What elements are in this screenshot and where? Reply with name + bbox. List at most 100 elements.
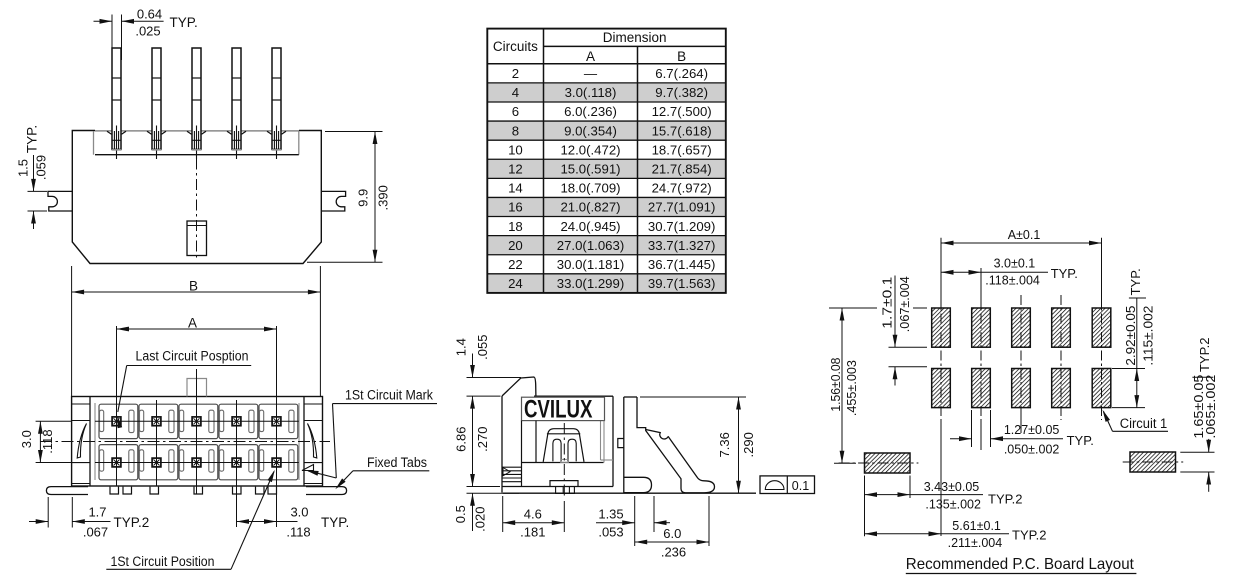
svg-text:.053: .053	[598, 525, 623, 540]
svg-text:TYP.2: TYP.2	[1197, 338, 1212, 372]
svg-text:.290: .290	[741, 432, 756, 457]
svg-text:39.7(1.563): 39.7(1.563)	[648, 276, 715, 291]
svg-text:24: 24	[508, 276, 523, 291]
svg-text:CVILUX: CVILUX	[524, 396, 593, 424]
svg-text:1.4: 1.4	[453, 338, 468, 356]
svg-text:TYP.: TYP.	[170, 15, 198, 30]
svg-text:2: 2	[512, 66, 519, 81]
svg-text:3.0: 3.0	[19, 430, 34, 448]
svg-text:30.0(1.181): 30.0(1.181)	[557, 257, 624, 272]
svg-text:18.0(.709): 18.0(.709)	[560, 181, 620, 196]
svg-text:.115±.002: .115±.002	[1142, 306, 1156, 366]
svg-text:.236: .236	[661, 545, 686, 560]
svg-text:2.92±0.05: 2.92±0.05	[1124, 306, 1138, 366]
svg-text:27.7(1.091): 27.7(1.091)	[648, 200, 715, 215]
svg-text:12.7(.500): 12.7(.500)	[652, 104, 712, 119]
svg-text:0.1: 0.1	[792, 479, 809, 493]
svg-text:TYP.2: TYP.2	[988, 492, 1022, 507]
svg-text:21.0(.827): 21.0(.827)	[560, 200, 620, 215]
svg-text:B: B	[189, 279, 198, 294]
svg-text:0.5: 0.5	[453, 505, 468, 523]
svg-text:TYP.2: TYP.2	[1012, 528, 1046, 543]
svg-text:Last Circuit Posption: Last Circuit Posption	[136, 349, 249, 364]
svg-text:.065±.002: .065±.002	[1204, 375, 1218, 439]
svg-text:TYP.: TYP.	[1051, 266, 1078, 281]
svg-text:.181: .181	[520, 525, 545, 540]
svg-text:5.61±0.1: 5.61±0.1	[952, 519, 1001, 533]
svg-text:36.7(1.445): 36.7(1.445)	[648, 257, 715, 272]
svg-text:.211±.004: .211±.004	[948, 536, 1003, 550]
svg-text:21.7(.854): 21.7(.854)	[652, 162, 712, 177]
svg-text:9.9: 9.9	[356, 189, 371, 207]
svg-text:TYP.: TYP.	[321, 515, 349, 530]
svg-text:14: 14	[508, 181, 523, 196]
svg-text:1St Circuit Position: 1St Circuit Position	[111, 554, 215, 569]
svg-text:18.7(.657): 18.7(.657)	[652, 142, 712, 157]
svg-text:.118: .118	[40, 429, 55, 453]
svg-text:1.7: 1.7	[88, 505, 106, 520]
svg-text:.055: .055	[475, 335, 490, 360]
svg-text:8: 8	[512, 123, 519, 138]
svg-text:18: 18	[508, 219, 523, 234]
svg-text:1.27±0.05: 1.27±0.05	[1004, 423, 1060, 437]
svg-text:TYP.: TYP.	[24, 125, 39, 153]
svg-text:15.0(.591): 15.0(.591)	[560, 162, 620, 177]
svg-text:12.0(.472): 12.0(.472)	[560, 142, 620, 157]
svg-text:Dimension: Dimension	[603, 30, 667, 45]
svg-text:4: 4	[512, 85, 519, 100]
svg-text:9.0(.354): 9.0(.354)	[564, 123, 617, 138]
svg-text:.118±.004: .118±.004	[985, 274, 1040, 288]
svg-text:TYP.2: TYP.2	[114, 515, 150, 530]
svg-text:.390: .390	[375, 185, 390, 210]
svg-text:1.5: 1.5	[15, 159, 30, 177]
svg-text:12: 12	[508, 162, 523, 177]
svg-text:3.0(.118): 3.0(.118)	[565, 85, 617, 100]
svg-text:Fixed Tabs: Fixed Tabs	[367, 455, 427, 470]
svg-text:6: 6	[512, 104, 519, 119]
svg-text:Circuit 1: Circuit 1	[1120, 416, 1168, 431]
svg-text:24.7(.972): 24.7(.972)	[652, 181, 712, 196]
svg-text:1.7±0.1: 1.7±0.1	[880, 277, 894, 329]
svg-text:.050±.002: .050±.002	[1004, 443, 1060, 457]
svg-text:24.0(.945): 24.0(.945)	[560, 219, 620, 234]
svg-text:.067±.004: .067±.004	[898, 276, 912, 332]
svg-text:33.7(1.327): 33.7(1.327)	[648, 238, 715, 253]
svg-text:1.65±0.05: 1.65±0.05	[1192, 375, 1206, 439]
svg-text:3.43±0.05: 3.43±0.05	[924, 480, 980, 494]
svg-text:0.64: 0.64	[137, 7, 162, 22]
svg-text:33.0(1.299): 33.0(1.299)	[557, 276, 624, 291]
svg-text:3.0: 3.0	[290, 505, 308, 520]
svg-text:6.86: 6.86	[453, 427, 468, 452]
svg-text:9.7(.382): 9.7(.382)	[655, 85, 708, 100]
svg-text:A: A	[586, 49, 595, 64]
svg-text:20: 20	[508, 238, 523, 253]
svg-text:4.6: 4.6	[524, 506, 542, 521]
svg-text:1St Circuit Mark: 1St Circuit Mark	[345, 388, 433, 403]
svg-text:6.7(.264): 6.7(.264)	[655, 66, 708, 81]
svg-text:27.0(1.063): 27.0(1.063)	[557, 238, 624, 253]
svg-text:.020: .020	[472, 507, 487, 532]
svg-text:A: A	[188, 316, 197, 331]
svg-text:16: 16	[508, 200, 523, 215]
svg-text:A±0.1: A±0.1	[1008, 228, 1041, 242]
svg-text:6.0: 6.0	[663, 526, 681, 541]
svg-text:15.7(.618): 15.7(.618)	[652, 123, 712, 138]
svg-text:—: —	[584, 66, 598, 81]
svg-text:1.35: 1.35	[598, 506, 623, 521]
svg-text:TYP.: TYP.	[1128, 268, 1143, 295]
svg-text:30.7(1.209): 30.7(1.209)	[648, 219, 715, 234]
svg-text:.118: .118	[286, 525, 310, 540]
svg-text:6.0(.236): 6.0(.236)	[564, 104, 617, 119]
svg-text:.270: .270	[475, 427, 490, 452]
svg-text:.135±.002: .135±.002	[925, 498, 981, 512]
svg-text:TYP.: TYP.	[1067, 433, 1094, 448]
svg-text:.455±.003: .455±.003	[845, 360, 859, 416]
svg-text:22: 22	[508, 257, 523, 272]
svg-text:1.56±0.08: 1.56±0.08	[829, 358, 843, 412]
svg-text:B: B	[677, 49, 686, 64]
svg-text:.059: .059	[33, 155, 48, 180]
svg-text:.067: .067	[83, 525, 108, 540]
svg-text:.025: .025	[135, 24, 160, 39]
svg-text:Circuits: Circuits	[493, 39, 538, 54]
svg-text:3.0±0.1: 3.0±0.1	[994, 257, 1036, 271]
